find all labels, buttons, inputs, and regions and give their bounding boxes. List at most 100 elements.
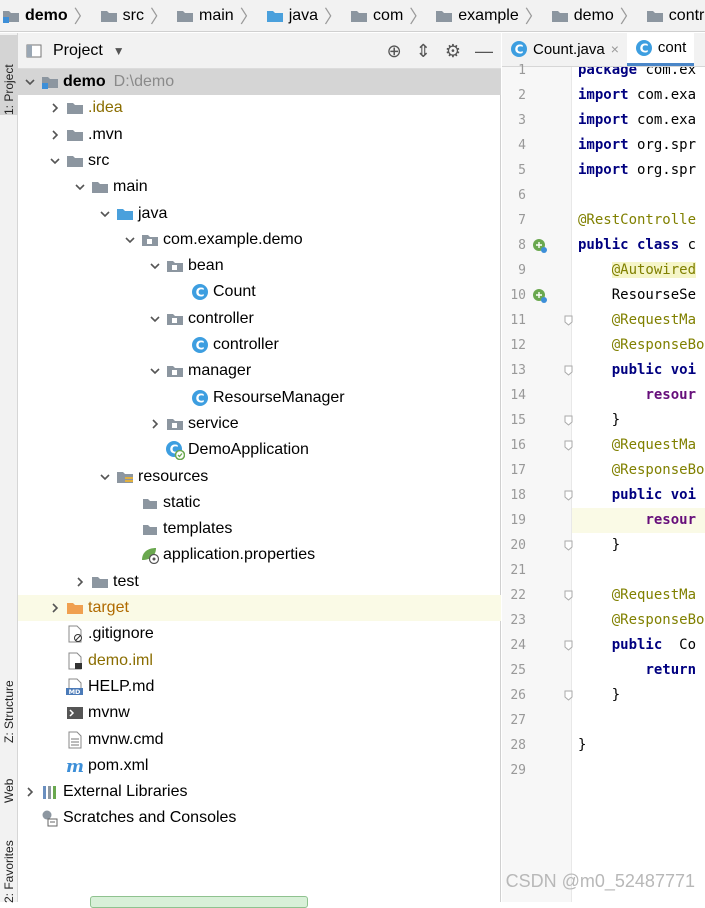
breadcrumb-item[interactable]: demo bbox=[547, 0, 614, 31]
breadcrumb-item[interactable]: example bbox=[431, 0, 519, 31]
breadcrumb-item[interactable]: main bbox=[172, 0, 234, 31]
tool-tab-project[interactable]: 1: Project bbox=[0, 35, 18, 115]
code-line: public voi bbox=[572, 358, 705, 383]
breadcrumb-item[interactable]: java bbox=[262, 0, 318, 31]
breadcrumb-item[interactable]: controller bbox=[642, 0, 705, 31]
breadcrumb-item[interactable]: demo bbox=[0, 0, 68, 31]
tree-node[interactable]: templates bbox=[18, 516, 501, 542]
locate-icon[interactable]: ⊕ bbox=[386, 40, 402, 61]
tree-node[interactable]: mvnw bbox=[18, 700, 501, 726]
chevron-right-icon[interactable] bbox=[45, 102, 65, 114]
chevron-right-icon[interactable] bbox=[70, 576, 90, 588]
tree-node[interactable]: target bbox=[18, 595, 501, 621]
chevron-right-icon[interactable] bbox=[20, 786, 40, 798]
tree-node[interactable]: service bbox=[18, 411, 501, 437]
fold-marker-icon[interactable] bbox=[564, 358, 574, 383]
tree-node[interactable]: .mvn bbox=[18, 122, 501, 148]
fold-marker-icon[interactable] bbox=[564, 408, 574, 433]
libraries-icon bbox=[40, 783, 60, 801]
fold-marker-icon[interactable] bbox=[564, 433, 574, 458]
breadcrumb-item[interactable]: src bbox=[96, 0, 144, 31]
tree-node-label: application.properties bbox=[163, 546, 316, 564]
tree-node[interactable]: Scratches and Consoles bbox=[18, 805, 501, 831]
fold-marker-icon[interactable] bbox=[564, 483, 574, 508]
code-line: @RequestMa bbox=[572, 308, 705, 333]
chevron-down-icon[interactable] bbox=[70, 181, 90, 193]
tree-node[interactable]: com.example.demo bbox=[18, 227, 501, 253]
tree-node[interactable]: java bbox=[18, 201, 501, 227]
notification-popup[interactable] bbox=[90, 896, 308, 908]
scratches-icon bbox=[40, 809, 60, 827]
collapse-icon[interactable]: ⇕ bbox=[415, 40, 431, 61]
tree-node[interactable]: resources bbox=[18, 464, 501, 490]
spring-bean-icon[interactable] bbox=[532, 283, 550, 308]
gear-icon[interactable]: ⚙ bbox=[444, 40, 461, 61]
svg-text:C: C bbox=[515, 43, 524, 57]
class-icon: C bbox=[635, 39, 653, 57]
fold-marker-icon[interactable] bbox=[564, 533, 574, 558]
panel-title: Project bbox=[53, 41, 103, 59]
tree-node[interactable]: bean bbox=[18, 253, 501, 279]
tool-tab-web[interactable]: Web bbox=[0, 753, 18, 803]
chevron-down-icon[interactable] bbox=[145, 260, 165, 272]
code-token: import bbox=[578, 87, 638, 103]
breadcrumb-item[interactable]: com bbox=[346, 0, 403, 31]
chevron-down-icon[interactable] bbox=[145, 313, 165, 325]
line-number: 6 bbox=[518, 188, 526, 203]
tree-node[interactable]: manager bbox=[18, 358, 501, 384]
breadcrumb-separator-icon: 〉 bbox=[73, 6, 92, 27]
line-number: 28 bbox=[510, 738, 526, 753]
tool-tab-favorites[interactable]: 2: Favorites bbox=[0, 823, 18, 903]
tree-node[interactable]: mvnw.cmd bbox=[18, 727, 501, 753]
chevron-right-icon[interactable] bbox=[145, 418, 165, 430]
chevron-right-icon[interactable] bbox=[45, 602, 65, 614]
code-token: org.spr bbox=[637, 137, 697, 153]
breadcrumb-separator-icon: 〉 bbox=[524, 6, 543, 27]
code-token: @RestControlle bbox=[578, 212, 697, 228]
line-number: 1 bbox=[518, 63, 526, 78]
chevron-down-icon[interactable] bbox=[145, 365, 165, 377]
chevron-down-icon[interactable] bbox=[20, 76, 40, 88]
chevron-down-icon[interactable] bbox=[45, 155, 65, 167]
tree-node[interactable]: .gitignore bbox=[18, 621, 501, 647]
tree-node[interactable]: .idea bbox=[18, 95, 501, 121]
fold-marker-icon[interactable] bbox=[564, 633, 574, 658]
tree-node[interactable]: static bbox=[18, 490, 501, 516]
chevron-down-icon[interactable] bbox=[120, 234, 140, 246]
tree-node[interactable]: test bbox=[18, 569, 501, 595]
chevron-down-icon[interactable] bbox=[95, 208, 115, 220]
chevron-right-icon[interactable] bbox=[45, 129, 65, 141]
tree-node-label: DemoApplication bbox=[188, 441, 309, 459]
spring-bean-icon[interactable] bbox=[532, 233, 550, 258]
fold-marker-icon[interactable] bbox=[564, 683, 574, 708]
line-number: 14 bbox=[510, 388, 526, 403]
tree-node[interactable]: controller bbox=[18, 306, 501, 332]
line-number: 10 bbox=[510, 288, 526, 303]
tree-node[interactable]: src bbox=[18, 148, 501, 174]
fold-marker-icon[interactable] bbox=[564, 308, 574, 333]
tree-node[interactable]: application.properties bbox=[18, 542, 501, 568]
fold-marker-icon[interactable] bbox=[564, 583, 574, 608]
markdown-file-icon: MD bbox=[65, 678, 85, 696]
tree-node[interactable]: main bbox=[18, 174, 501, 200]
chevron-down-icon[interactable] bbox=[95, 471, 115, 483]
tool-tab-structure[interactable]: Z: Structure bbox=[0, 633, 18, 743]
code-token bbox=[578, 587, 612, 603]
close-icon[interactable]: × bbox=[610, 41, 619, 57]
minimize-icon[interactable]: — bbox=[475, 40, 493, 61]
tree-node[interactable]: External Libraries bbox=[18, 779, 501, 805]
tree-node[interactable]: demo.iml bbox=[18, 648, 501, 674]
project-view-selector[interactable]: Project ▼ bbox=[24, 42, 125, 60]
breadcrumb-label: demo bbox=[573, 6, 614, 24]
